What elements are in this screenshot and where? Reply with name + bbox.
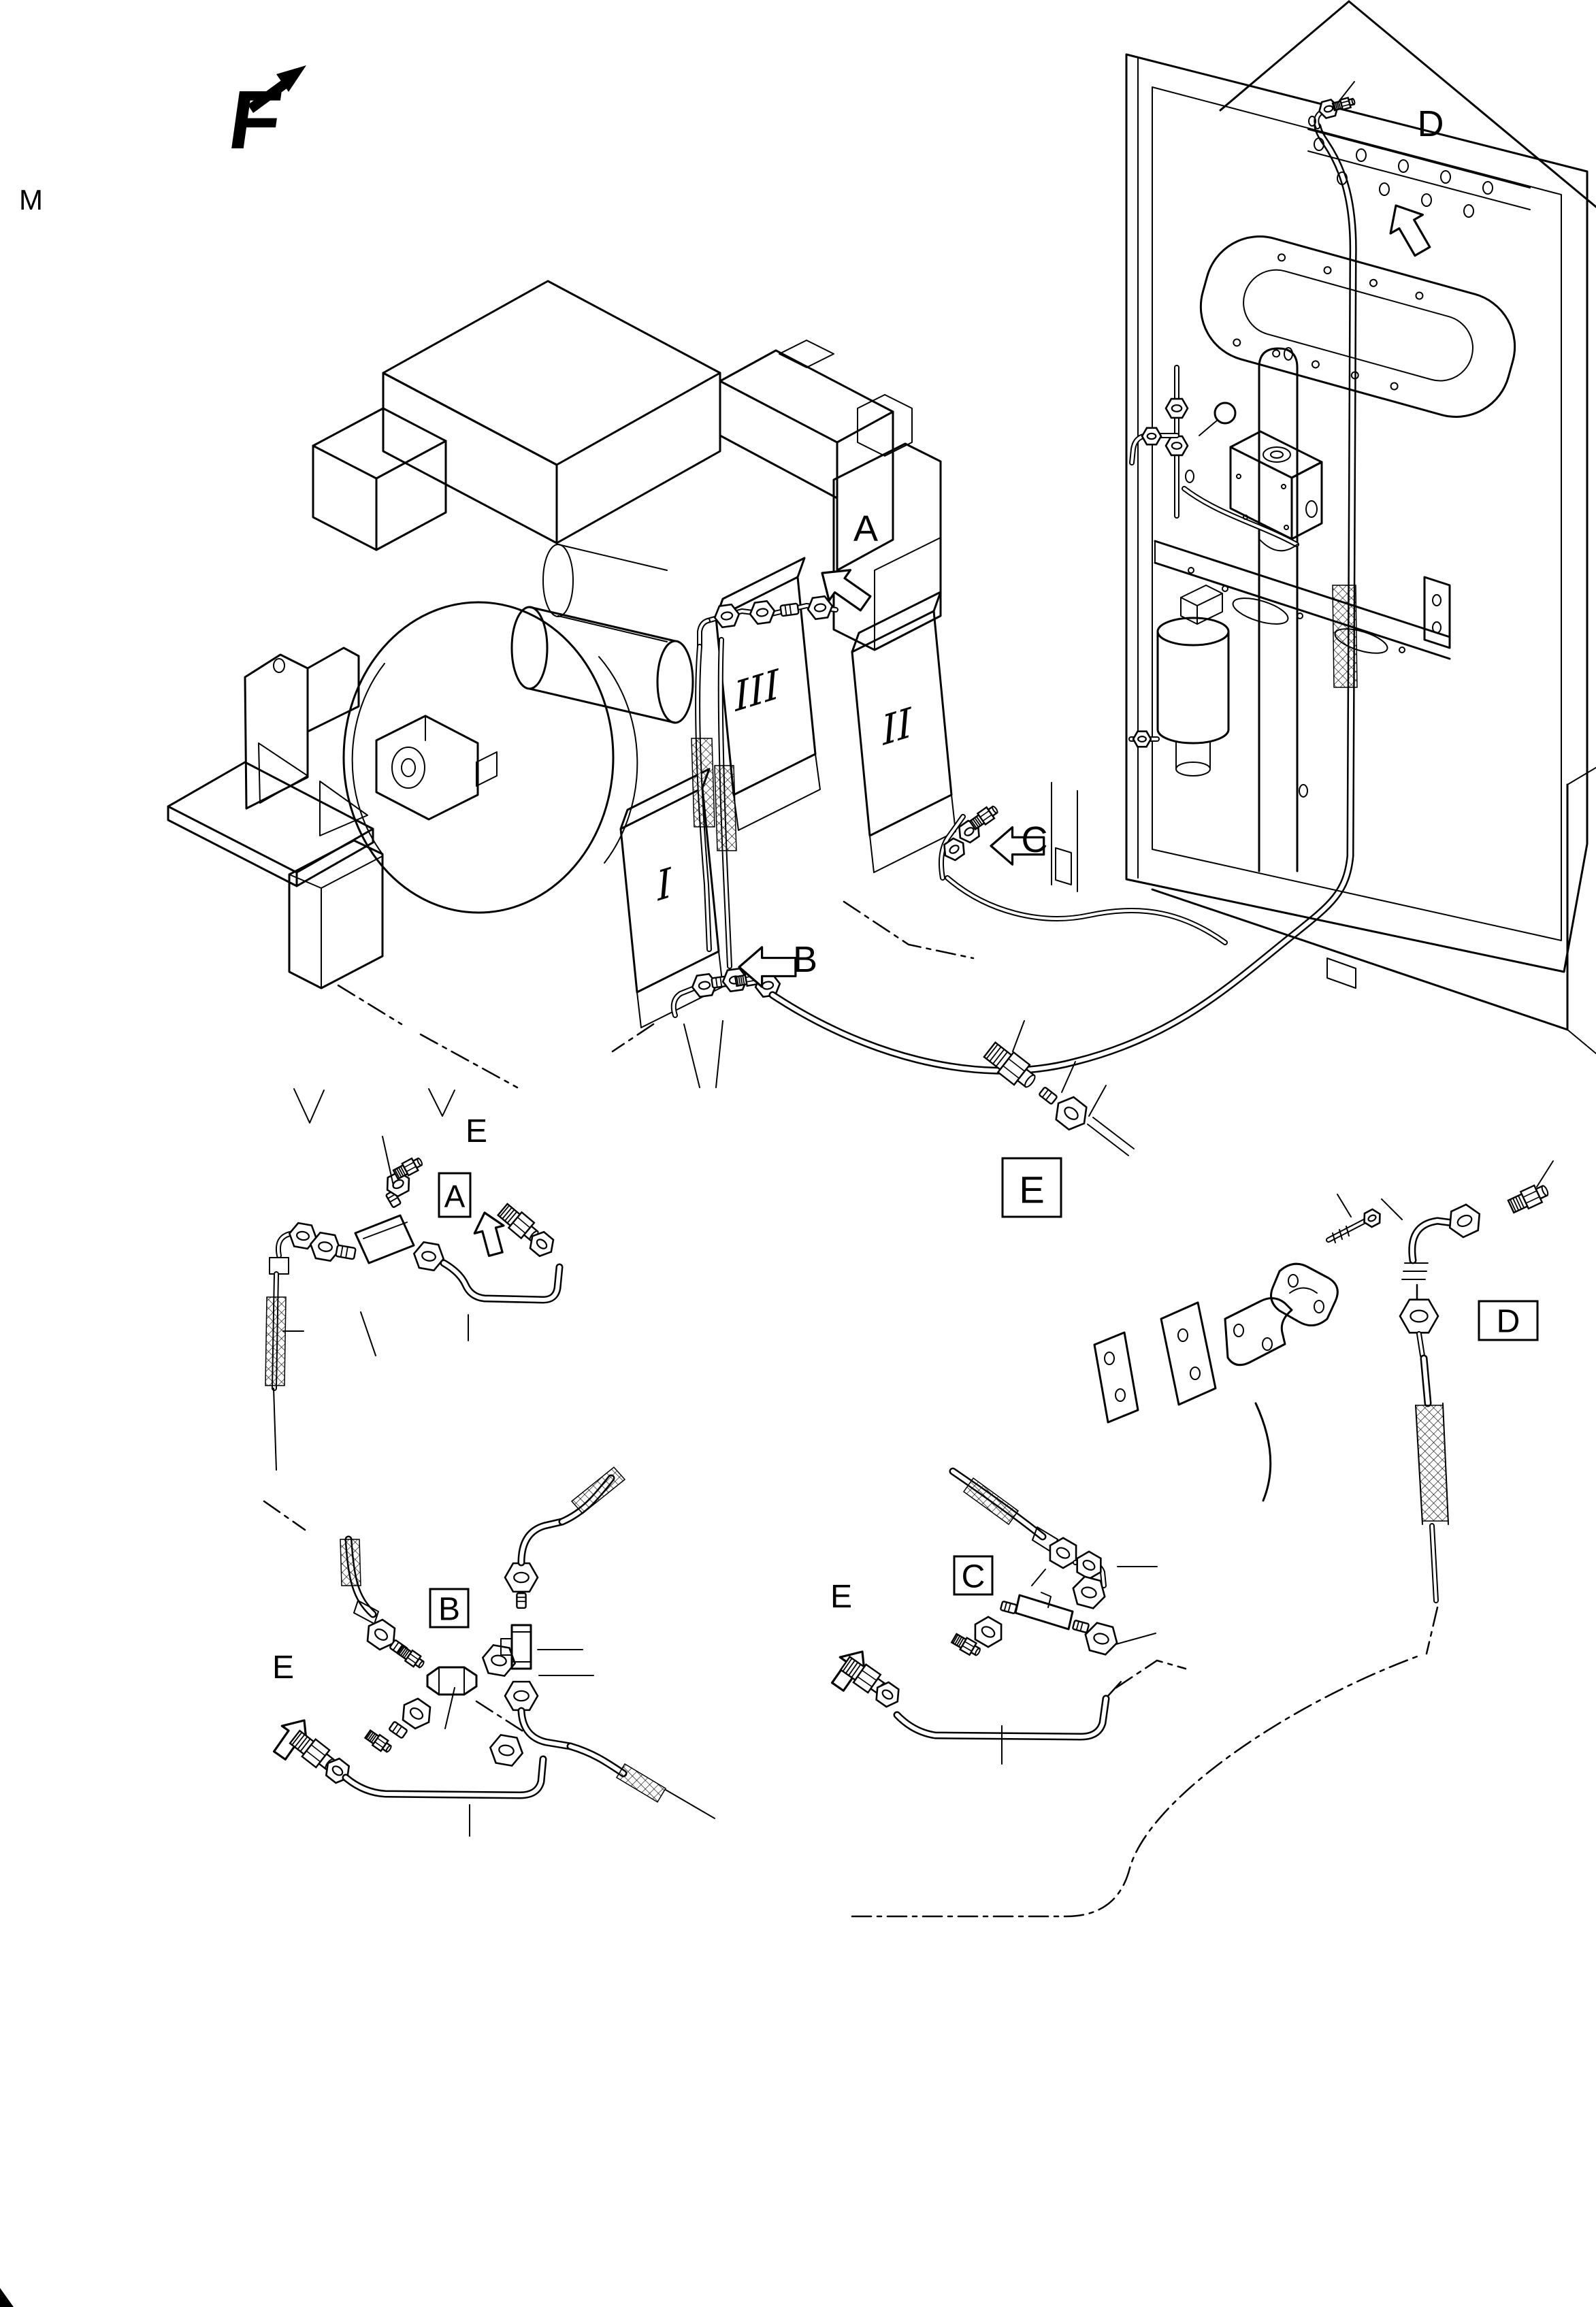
- detail-view-c: C E: [826, 1467, 1422, 1918]
- floor-edge-2: [1567, 1029, 1596, 1054]
- panel-valve-block: [1229, 430, 1323, 552]
- machine-assembly: III II I: [167, 103, 1444, 1089]
- detail-c-box: [953, 1555, 994, 1596]
- filter-canister: [1131, 585, 1230, 776]
- valve-knob: [1214, 402, 1237, 425]
- panel-side-bracket: [1423, 576, 1451, 649]
- pump-numeral-ii: II: [879, 699, 915, 755]
- piping-cluster-b: [670, 968, 781, 1088]
- detail-b-box-label: B: [438, 1592, 460, 1628]
- detail-c-box-label: C: [962, 1559, 986, 1595]
- detail-e-clamp-assembly: [1093, 1194, 1384, 1502]
- view-direction-f: F: [223, 65, 306, 166]
- page-section-marker: M: [19, 184, 43, 216]
- panel-door: [1051, 53, 1589, 989]
- wall-edge-left: [1219, 0, 1350, 112]
- detail-c-e-ref-label: E: [830, 1579, 852, 1615]
- detail-c-parts: [839, 1467, 1187, 1765]
- hose-guide-arch: [1258, 347, 1299, 872]
- callout-b: B: [738, 939, 817, 988]
- panel-cabinet: [1051, 0, 1596, 1054]
- view-direction-arrow-shaft: [248, 79, 289, 113]
- hose-d-top-fitting: [1309, 81, 1356, 127]
- detail-a-parts: [265, 1136, 559, 1471]
- leader-v-2: [428, 1088, 455, 1117]
- section-marker-text: M: [19, 184, 43, 216]
- wall-edge-right: [1348, 0, 1596, 208]
- callout-a: A: [810, 508, 878, 620]
- callout-d: D: [1378, 103, 1444, 262]
- mounting-bracket: [167, 647, 384, 989]
- detail-d-parts: [1382, 1160, 1553, 1655]
- internal-deck: [1154, 540, 1451, 660]
- rear-plate-notch: [874, 537, 941, 651]
- detail-b-parts: [263, 1466, 715, 1837]
- door-handle-plate: [1199, 235, 1516, 418]
- page-corner-mark: [0, 2288, 14, 2307]
- callout-d-arrow: [1378, 195, 1440, 262]
- hose-a-to-b: [691, 637, 737, 969]
- gear-pump: [375, 715, 498, 821]
- detail-view-a: A E: [265, 1088, 559, 1471]
- callout-a-label: A: [853, 508, 878, 549]
- panel-top-holes: [1307, 129, 1531, 218]
- detail-view-e: E: [982, 1021, 1384, 1502]
- pump-numeral-iii: III: [732, 660, 782, 721]
- detail-d-box: [1478, 1300, 1539, 1341]
- pump-cylinders: [510, 544, 694, 724]
- phantom-line-c-to-d: [851, 1654, 1422, 1918]
- callout-d-label: D: [1418, 103, 1444, 144]
- callout-c-label: C: [1022, 819, 1048, 860]
- detail-e-box-label: E: [1019, 1168, 1044, 1211]
- floor-edge: [1151, 888, 1569, 1031]
- detail-b-box: [429, 1588, 470, 1629]
- piping-cluster-c: [940, 803, 1000, 881]
- detail-view-b: B E: [263, 1466, 715, 1837]
- engine-block: [312, 280, 913, 572]
- detail-a-e-ref-label: E: [466, 1113, 487, 1149]
- detail-d-box-label: D: [1497, 1304, 1520, 1340]
- phantom-lines-machine: [337, 900, 975, 1089]
- bell-housing: [342, 601, 638, 914]
- leader-v-1: [293, 1088, 325, 1124]
- piping-cluster-a: [697, 595, 836, 649]
- hose-b-to-panel-d: [768, 122, 1358, 1075]
- callout-c: C: [990, 819, 1048, 866]
- valve-plate-ii: II: [851, 591, 956, 873]
- detail-a-box-label: A: [444, 1179, 466, 1214]
- wall-corner-top: [1567, 767, 1596, 785]
- detail-b-e-ref-label: E: [272, 1650, 294, 1686]
- detail-e-box: [1001, 1157, 1062, 1218]
- detail-e-fitting: [982, 1021, 1135, 1156]
- panel-valve-cluster: [1129, 365, 1299, 547]
- detail-a-box: [438, 1172, 472, 1218]
- view-direction-arrow-head: [276, 65, 306, 92]
- rear-plate: [832, 442, 942, 651]
- pump-numeral-i: I: [654, 859, 675, 911]
- hose-c-to-panel: [945, 875, 1228, 945]
- detail-view-d: D: [1382, 1160, 1553, 1655]
- callout-b-label: B: [793, 939, 817, 980]
